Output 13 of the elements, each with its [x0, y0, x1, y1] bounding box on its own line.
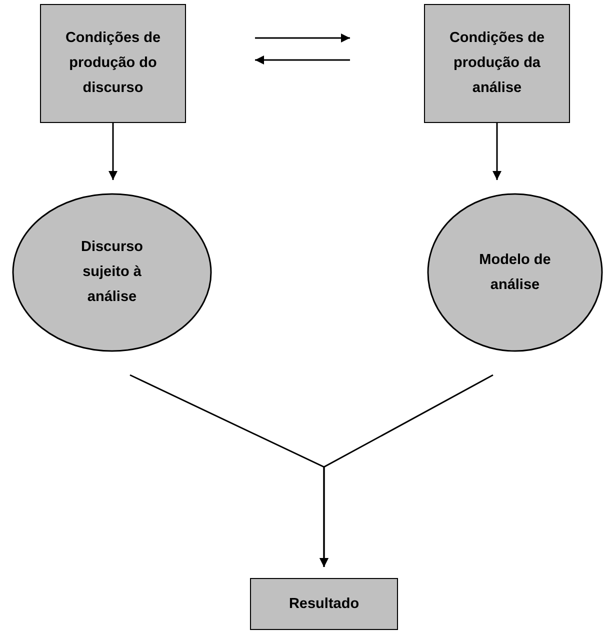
ellipse-node [427, 193, 603, 352]
process-box [250, 578, 398, 630]
process-box [40, 4, 186, 123]
arrow [108, 123, 118, 180]
ellipse-node [12, 193, 212, 352]
node-label: Condições de produção da análise [448, 29, 546, 98]
node-label: Discurso sujeito à análise [80, 238, 144, 307]
node-label: Modelo de análise [478, 250, 552, 294]
node-label: Condições de produção do discurso [64, 29, 162, 98]
arrow [320, 374, 494, 567]
node-label: Resultado [288, 594, 360, 614]
process-box [424, 4, 570, 123]
arrow [492, 123, 502, 180]
